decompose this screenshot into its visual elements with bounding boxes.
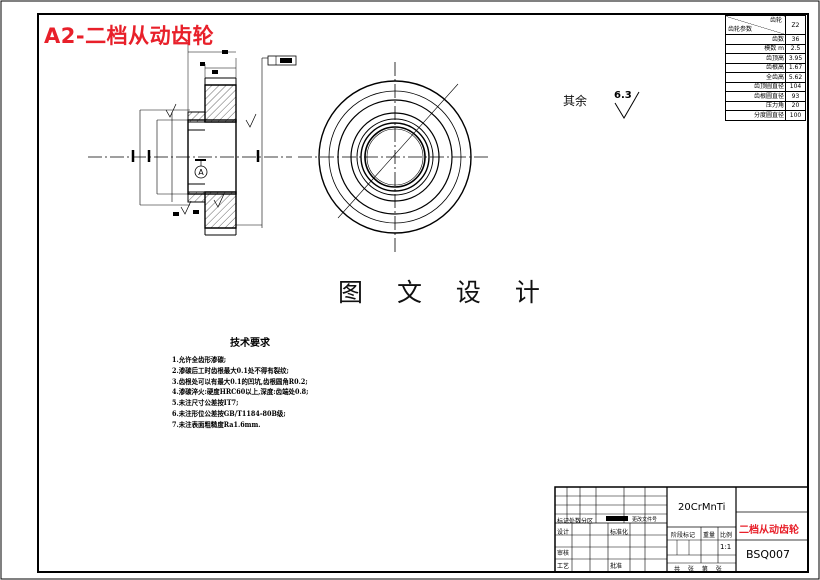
roughness-value: 6.3	[614, 90, 632, 101]
title-block-revision-label: 标记处数分区	[557, 518, 594, 525]
title-block-design-label: 设计	[557, 529, 570, 536]
tech-item: 5.未注尺寸公差按IT7;	[172, 398, 239, 408]
tech-item: 3.齿根处可以有最大0.1的凹坑,齿根圆角R0.2;	[172, 376, 308, 386]
tech-requirements: 技术要求 1.允许全齿形渗碳; 2.渗碳后工时齿根最大0.1处不得有裂纹; 3.…	[172, 334, 320, 431]
roughness-symbol	[614, 91, 640, 119]
param-name: 齿顶高	[725, 53, 786, 64]
param-header-cell: 齿轮 齿轮参数	[725, 15, 786, 35]
param-name: 齿根高	[725, 62, 786, 73]
param-value: 1.67	[785, 62, 806, 73]
datum-label: A	[198, 168, 204, 177]
param-name: 模数 m	[725, 43, 786, 54]
title-block-weight-label: 重量	[703, 532, 716, 539]
roughness-rest-label: 其余	[563, 94, 588, 108]
section-view	[88, 40, 297, 236]
param-value: 93	[785, 91, 806, 102]
param-header-col: Z2	[785, 15, 806, 35]
param-value: 20	[785, 100, 806, 111]
tech-item: 7.未注表面粗糙度Ra1.6mm.	[172, 419, 261, 429]
param-header-row: 齿轮 齿轮参数 Z2	[725, 15, 806, 35]
param-value: 3.95	[785, 53, 806, 64]
param-name: 分度圆直径	[725, 110, 786, 121]
param-name: 全齿高	[725, 72, 786, 83]
title-block-docno-label: 更改文件号	[632, 517, 658, 523]
tech-requirements-heading: 技术要求	[230, 338, 270, 349]
title-block-material: 20CrMnTi	[678, 502, 726, 513]
sheet-title: A2-二档从动齿轮	[44, 24, 215, 48]
title-block-scale: 1:1	[720, 543, 732, 551]
center-caption: 图 文 设 计	[338, 278, 553, 307]
tech-item: 2.渗碳后工时齿根最大0.1处不得有裂纹;	[172, 365, 289, 375]
title-block-standardize-label: 标准化	[610, 529, 629, 536]
param-value: 100	[785, 110, 806, 121]
title-block-process-label: 工艺	[557, 563, 570, 570]
front-view	[298, 62, 488, 252]
param-value: 5.62	[785, 72, 806, 83]
param-header-right: 齿轮	[769, 17, 782, 24]
param-name: 齿根圆直径	[725, 91, 786, 102]
param-name: 压力角	[725, 100, 786, 111]
param-name: 齿数	[725, 34, 786, 45]
tech-item: 1.允许全齿形渗碳;	[172, 355, 227, 364]
title-block-review-label: 审核	[557, 550, 570, 557]
title-block-part-name: 二档从动齿轮	[739, 525, 799, 536]
title-block	[554, 486, 809, 573]
tech-item: 4.渗碳淬火:硬度HRC60以上,深度:齿端处0.8;	[172, 387, 309, 397]
inner-frame	[37, 13, 809, 573]
param-value: 2.5	[785, 43, 806, 54]
title-block-sheets-label: 共 张 第 张	[674, 566, 725, 573]
tech-item: 6.未注形位公差按GB/T1184-80B级;	[172, 408, 286, 418]
title-block-scale-label: 比例	[720, 532, 733, 539]
param-header-left: 齿轮参数	[728, 26, 753, 33]
param-value: 104	[785, 81, 806, 92]
title-block-stage-label: 阶段标记	[671, 532, 696, 539]
param-value: 36	[785, 34, 806, 45]
title-block-drawing-no: BSQ007	[746, 548, 790, 561]
param-name: 齿顶圆直径	[725, 81, 786, 92]
title-block-approve-label: 批准	[610, 563, 623, 570]
